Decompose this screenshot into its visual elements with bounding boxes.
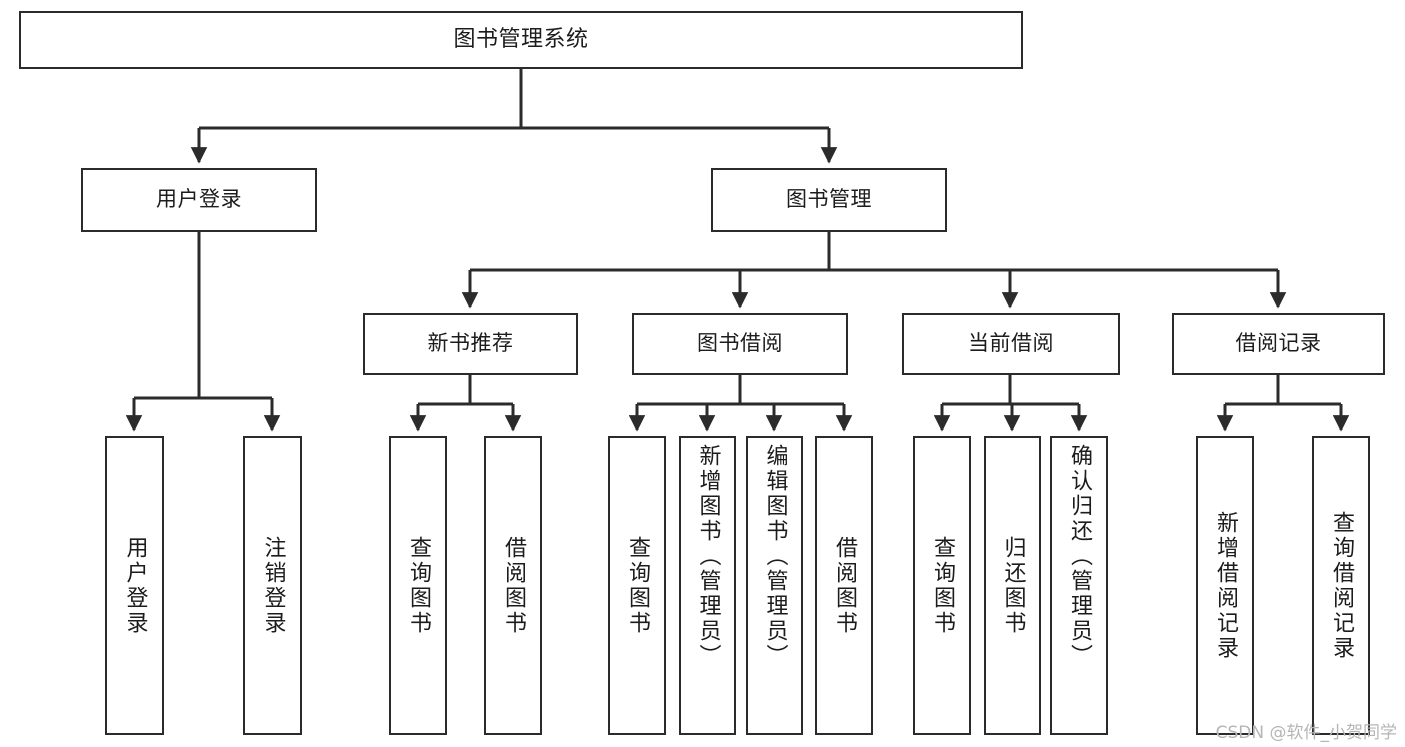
leaf-borrow-books-borrow[interactable]: 借阅图书 — [815, 436, 873, 735]
csdn-watermark: CSDN @软件_小贺同学 — [1215, 723, 1397, 743]
leaf-query-books-recommendation[interactable]: 查询图书 — [389, 436, 447, 735]
node-book-management[interactable]: 图书管理 — [711, 168, 947, 232]
node-label: 用户登录 — [122, 535, 148, 636]
leaf-return-books[interactable]: 归还图书 — [984, 436, 1041, 735]
leaf-query-books-current[interactable]: 查询图书 — [913, 436, 971, 735]
leaf-borrow-books-recommendation[interactable]: 借阅图书 — [484, 436, 542, 735]
node-label: 图书管理 — [786, 187, 872, 212]
node-label: 借阅图书 — [832, 535, 857, 636]
leaf-query-borrow-record[interactable]: 查询借阅记录 — [1312, 436, 1370, 735]
node-label: 查询借阅记录 — [1329, 510, 1354, 661]
leaf-logout[interactable]: 注销登录 — [243, 436, 302, 735]
node-current-borrowing[interactable]: 当前借阅 — [902, 313, 1120, 375]
node-label: 用户登录 — [156, 187, 242, 212]
node-label: 新增借阅记录 — [1213, 510, 1238, 661]
leaf-confirm-return-admin[interactable]: 确认归还（管理员） — [1050, 436, 1108, 735]
node-new-book-recommendation[interactable]: 新书推荐 — [363, 313, 578, 375]
node-label: 归还图书 — [1000, 535, 1026, 636]
node-label: 新增图书（管理员） — [695, 444, 721, 669]
node-label: 确认归还（管理员） — [1067, 444, 1092, 669]
node-label: 编辑图书（管理员） — [762, 444, 788, 669]
node-label: 查询图书 — [625, 535, 650, 636]
node-user-login[interactable]: 用户登录 — [81, 168, 317, 232]
node-label: 借阅记录 — [1235, 331, 1322, 356]
leaf-query-books-borrow[interactable]: 查询图书 — [608, 436, 666, 735]
node-label: 当前借阅 — [968, 331, 1054, 356]
node-label: 借阅图书 — [501, 535, 526, 636]
node-book-borrowing[interactable]: 图书借阅 — [632, 313, 848, 375]
node-label: 查询图书 — [930, 535, 955, 636]
leaf-edit-book-admin[interactable]: 编辑图书（管理员） — [746, 436, 803, 735]
leaf-user-login[interactable]: 用户登录 — [105, 436, 164, 735]
node-label: 图书管理系统 — [453, 26, 589, 52]
node-borrow-records[interactable]: 借阅记录 — [1172, 313, 1385, 375]
leaf-add-borrow-record[interactable]: 新增借阅记录 — [1196, 436, 1254, 735]
node-label: 图书借阅 — [697, 331, 783, 356]
node-label: 新书推荐 — [427, 331, 514, 356]
node-label: 注销登录 — [260, 535, 286, 636]
node-root-system[interactable]: 图书管理系统 — [19, 11, 1023, 69]
leaf-add-book-admin[interactable]: 新增图书（管理员） — [679, 436, 736, 735]
node-label: 查询图书 — [406, 535, 431, 636]
